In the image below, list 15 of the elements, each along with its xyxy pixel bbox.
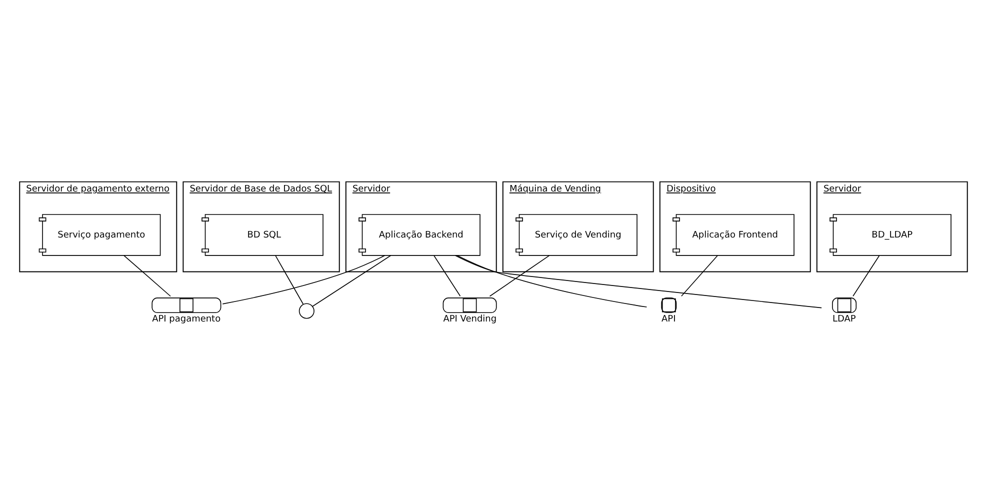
node-label: API pagamento — [152, 314, 221, 324]
node-label: LDAP — [832, 314, 856, 324]
connector — [275, 254, 304, 304]
connector — [852, 254, 880, 296]
connector — [489, 254, 550, 296]
node-label: API Vending — [443, 314, 497, 324]
node-circle — [298, 302, 314, 318]
connector — [312, 254, 392, 306]
connector — [434, 254, 461, 296]
connector — [454, 254, 822, 308]
node-label: API — [662, 314, 676, 324]
connector — [222, 254, 386, 304]
connector — [681, 254, 718, 296]
connector — [124, 254, 171, 296]
connector — [456, 254, 648, 307]
